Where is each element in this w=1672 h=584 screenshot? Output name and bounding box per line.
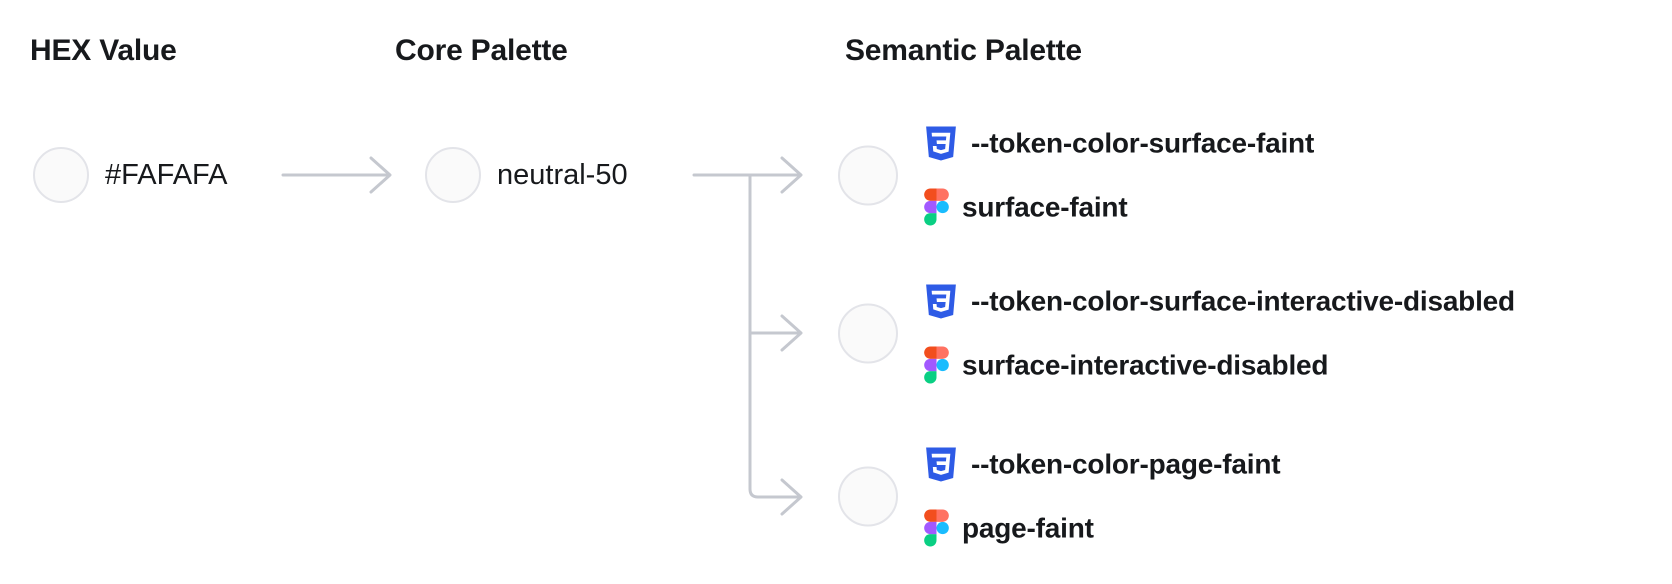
token-lines: --token-color-surface-interactive-disabl… <box>924 283 1515 384</box>
semantic-color-swatch <box>838 145 898 205</box>
css-token-line: --token-color-surface-faint <box>924 125 1314 163</box>
hex-value-label: #FAFAFA <box>105 158 228 191</box>
css3-shield-icon <box>924 283 958 321</box>
css-variable-label: --token-color-page-faint <box>971 448 1281 480</box>
figma-token-line: surface-interactive-disabled <box>924 346 1515 384</box>
css-variable-label: --token-color-surface-faint <box>971 127 1315 159</box>
semantic-token-row: --token-color-page-faint page-faint <box>838 446 1281 547</box>
css3-shield-icon <box>924 125 958 163</box>
hex-color-swatch <box>33 147 89 203</box>
figma-style-label: page-faint <box>962 512 1094 543</box>
semantic-column-title: Semantic Palette <box>845 34 1082 67</box>
figma-logo-icon <box>924 346 949 384</box>
core-color-swatch <box>425 147 481 203</box>
core-column-title: Core Palette <box>395 34 568 67</box>
token-lines: --token-color-page-faint page-faint <box>924 446 1281 547</box>
figma-logo-icon <box>924 188 949 226</box>
css-variable-label: --token-color-surface-interactive-disabl… <box>971 285 1515 317</box>
hex-value-node: #FAFAFA <box>33 147 228 203</box>
arrowhead-semantic-1 <box>780 156 803 194</box>
figma-style-label: surface-interactive-disabled <box>962 349 1329 380</box>
branch-vertical-line <box>748 173 801 499</box>
figma-logo-icon <box>924 509 949 547</box>
css-token-line: --token-color-surface-interactive-disabl… <box>924 283 1515 321</box>
semantic-color-swatch <box>838 466 898 526</box>
hex-column-title: HEX Value <box>30 34 177 67</box>
arrowhead-hex-to-core <box>369 156 392 194</box>
core-palette-label: neutral-50 <box>497 158 628 191</box>
token-lines: --token-color-surface-faint surface-fain… <box>924 125 1314 226</box>
arrowhead-semantic-2 <box>780 314 803 352</box>
core-palette-node: neutral-50 <box>425 147 628 203</box>
css3-shield-icon <box>924 446 958 484</box>
semantic-color-swatch <box>838 303 898 363</box>
figma-token-line: page-faint <box>924 509 1280 547</box>
arrowhead-semantic-3 <box>780 478 803 516</box>
semantic-token-row: --token-color-surface-interactive-disabl… <box>838 283 1515 384</box>
figma-style-label: surface-faint <box>962 191 1128 222</box>
css-token-line: --token-color-page-faint <box>924 446 1281 484</box>
figma-token-line: surface-faint <box>924 188 1314 226</box>
semantic-token-row: --token-color-surface-faint surface-fain… <box>838 125 1314 226</box>
